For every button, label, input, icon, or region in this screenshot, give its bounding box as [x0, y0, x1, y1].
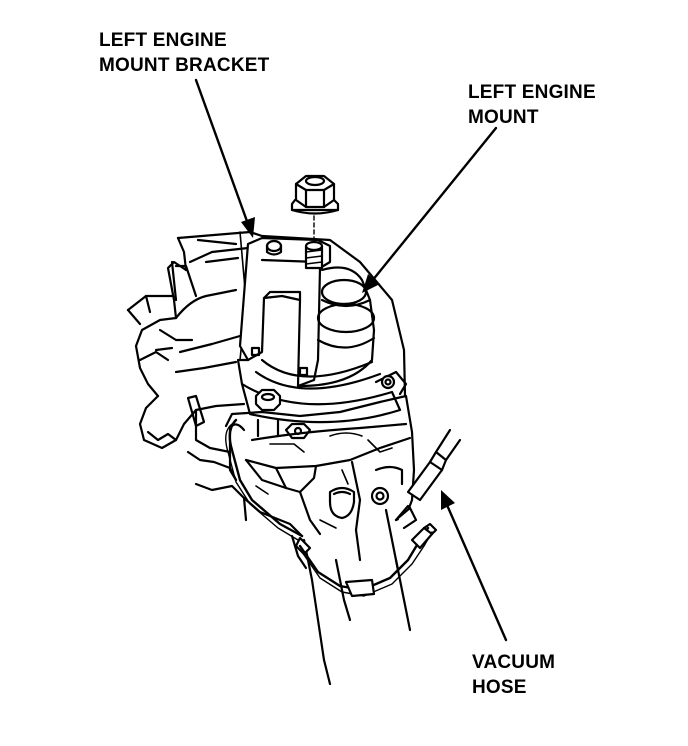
- mounting-bolts: [254, 388, 390, 520]
- bracket-label-line-1: LEFT ENGINE: [99, 30, 227, 51]
- mount-label-line-2: MOUNT: [468, 107, 539, 128]
- detail-strokes: [255, 432, 393, 529]
- hose-label-line-2: HOSE: [472, 677, 527, 698]
- mount-leader-arrow: [362, 126, 498, 293]
- mount-label-line-1: LEFT ENGINE: [468, 82, 596, 103]
- hose-leader-arrow: [441, 490, 508, 642]
- left-engine-mount-bracket-label: LEFT ENGINE MOUNT BRACKET: [99, 28, 269, 78]
- bracket-leader-arrow: [194, 78, 255, 238]
- flange-nut: [290, 174, 340, 245]
- mount-bracket: [238, 236, 332, 388]
- left-engine-mount-label: LEFT ENGINE MOUNT: [468, 80, 596, 130]
- bracket-label-line-2: MOUNT BRACKET: [99, 55, 270, 76]
- hose-label-line-1: VACUUM: [472, 652, 556, 673]
- frame-rail: [224, 394, 416, 686]
- vacuum-hose: [225, 418, 462, 598]
- vacuum-hose-label: VACUUM HOSE: [472, 650, 555, 700]
- engine-mount-body: [236, 266, 408, 424]
